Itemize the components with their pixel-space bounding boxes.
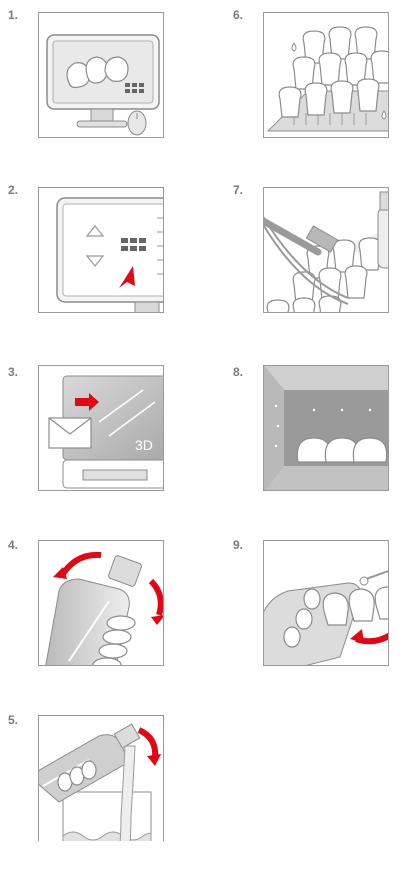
- step-number-2: 2.: [8, 183, 18, 197]
- step-8-panel: [263, 365, 389, 491]
- finishing-illustration: [264, 541, 389, 666]
- step-3-panel: 3D: [38, 365, 164, 491]
- printed-crowns-illustration: [264, 13, 389, 138]
- step-number-4: 4.: [8, 538, 18, 552]
- monitor-design-illustration: [39, 13, 164, 138]
- curing-unit-illustration: [264, 366, 389, 491]
- step-2-panel: [38, 187, 164, 313]
- printer-3d-illustration: 3D: [39, 366, 164, 491]
- step-number-8: 8.: [233, 365, 243, 379]
- monitor-software-illustration: [39, 188, 164, 313]
- cleaning-illustration: [264, 188, 389, 313]
- step-4-panel: [38, 540, 164, 666]
- printer-3d-label: 3D: [135, 437, 153, 453]
- step-number-5: 5.: [8, 713, 18, 727]
- step-5-panel: [38, 715, 164, 841]
- step-number-6: 6.: [233, 8, 243, 22]
- step-number-7: 7.: [233, 183, 243, 197]
- step-number-1: 1.: [8, 8, 18, 22]
- step-7-panel: [263, 187, 389, 313]
- step-number-9: 9.: [233, 538, 243, 552]
- step-9-panel: [263, 540, 389, 666]
- step-1-panel: [38, 12, 164, 138]
- step-number-3: 3.: [8, 365, 18, 379]
- bottle-pour-illustration: [39, 716, 164, 841]
- step-6-panel: [263, 12, 389, 138]
- bottle-shake-illustration: [39, 541, 164, 666]
